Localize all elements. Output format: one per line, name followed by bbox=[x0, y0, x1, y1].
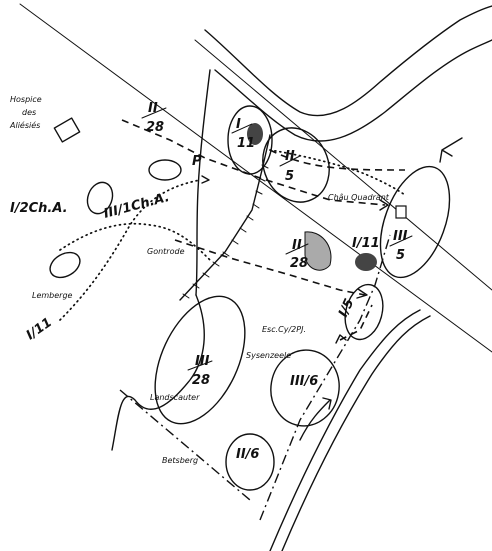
road-with-ticks bbox=[179, 134, 271, 301]
river-bank-south bbox=[214, 39, 492, 142]
chateau-building bbox=[395, 205, 407, 219]
place-ese-cy: Esc.Cy/2PJ. bbox=[262, 325, 306, 334]
advance-ii-28-mid bbox=[174, 239, 366, 296]
place-landscauter: Landscauter bbox=[150, 393, 200, 402]
svg-text:II: II bbox=[292, 238, 302, 253]
arrow-river-east bbox=[439, 137, 463, 163]
svg-text:II: II bbox=[285, 149, 295, 164]
place-lemberge: Lemberge bbox=[32, 291, 73, 300]
rail-south-a bbox=[269, 309, 421, 551]
marker-p: P bbox=[192, 154, 202, 169]
advance-ii-28 bbox=[121, 119, 386, 206]
road-south bbox=[111, 294, 205, 451]
svg-text:Hospice: Hospice bbox=[10, 95, 42, 104]
road-central bbox=[195, 69, 211, 296]
unit-i-5: I/5 bbox=[336, 296, 357, 319]
area-iii-5 bbox=[379, 165, 451, 279]
svg-text:28: 28 bbox=[146, 120, 164, 135]
svg-text:III: III bbox=[393, 229, 408, 244]
unit-ii-28-top: II 28 bbox=[141, 101, 167, 135]
svg-text:II: II bbox=[148, 101, 158, 116]
area-cavalry bbox=[86, 181, 114, 215]
arrowhead-4 bbox=[201, 175, 210, 184]
railway-line-2 bbox=[194, 39, 492, 291]
railway-line bbox=[19, 3, 492, 353]
arrowhead-2 bbox=[356, 288, 368, 299]
arrow-iii-6 bbox=[299, 397, 332, 441]
hatched-position-top bbox=[247, 123, 263, 145]
place-betsberg: Betsberg bbox=[162, 456, 198, 465]
advance-i-11 bbox=[59, 179, 201, 321]
unit-i-11-top: I 11 bbox=[231, 117, 255, 151]
area-i-5 bbox=[344, 283, 384, 341]
svg-text:5: 5 bbox=[396, 248, 405, 263]
area-iii-28 bbox=[154, 295, 246, 425]
hospice-building bbox=[53, 117, 81, 143]
unit-ii-5: II 5 bbox=[279, 149, 301, 184]
area-ii-5 bbox=[262, 127, 330, 203]
svg-text:5: 5 bbox=[285, 169, 294, 184]
svg-text:III: III bbox=[195, 354, 210, 369]
advance-north bbox=[269, 149, 406, 171]
place-gontrode: Gontrode bbox=[147, 247, 185, 256]
svg-text:des: des bbox=[22, 108, 36, 117]
unit-i-11-mid: I/11 bbox=[352, 236, 380, 251]
place-hospice: Hospice des Aliésiés bbox=[9, 95, 42, 130]
advance-i-5 bbox=[339, 304, 373, 341]
area-i-11-top bbox=[227, 105, 273, 175]
unit-iii-5: III 5 bbox=[389, 229, 413, 263]
unit-i-2chA: I/2Ch.A. bbox=[10, 201, 68, 216]
unit-iii-6: III/6 bbox=[290, 374, 318, 389]
svg-text:28: 28 bbox=[290, 256, 308, 271]
road-ticks bbox=[182, 164, 269, 299]
arrowhead-1 bbox=[379, 199, 389, 211]
arrowhead-3 bbox=[335, 334, 347, 344]
unit-i-11-bottom: I/11 bbox=[24, 315, 55, 343]
hatched-position-mid bbox=[355, 253, 377, 271]
area-ii-6 bbox=[225, 433, 275, 491]
rail-south-b bbox=[281, 315, 431, 551]
area-small-p bbox=[148, 159, 182, 181]
svg-text:11: 11 bbox=[237, 136, 255, 151]
svg-text:I: I bbox=[236, 117, 241, 132]
place-sysenzeele: Sysenzeele bbox=[246, 351, 291, 360]
svg-text:28: 28 bbox=[192, 373, 210, 388]
svg-text:Aliésiés: Aliésiés bbox=[9, 120, 40, 130]
river-bank-north bbox=[204, 5, 492, 117]
advance-cavalry bbox=[59, 222, 211, 261]
area-lemberge bbox=[49, 251, 81, 279]
boundary-line bbox=[119, 234, 391, 521]
unit-ii-6: II/6 bbox=[236, 447, 259, 462]
dotted-east bbox=[269, 149, 406, 196]
area-iii-6 bbox=[270, 349, 340, 427]
unit-iii-28: III 28 bbox=[187, 354, 213, 388]
place-chateau: Châu Quadrant bbox=[328, 193, 390, 202]
unit-ii-28-mid: II 28 bbox=[285, 238, 309, 271]
stippled-area bbox=[304, 231, 332, 271]
